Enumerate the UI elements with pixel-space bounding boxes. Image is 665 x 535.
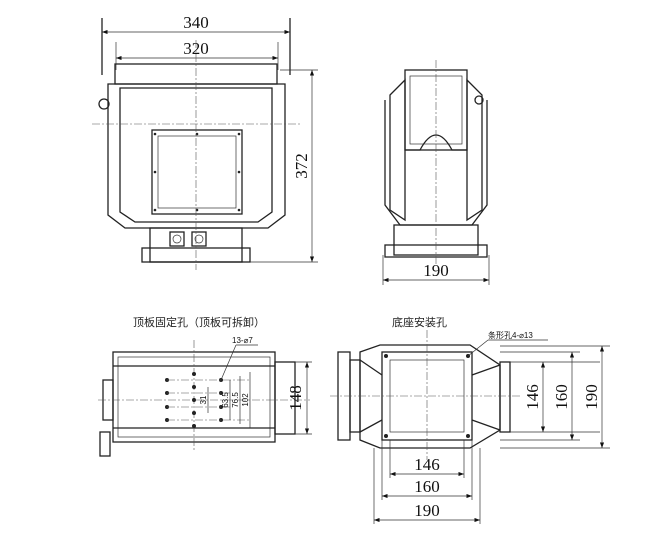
dim-label-v160: 160 [552, 384, 571, 410]
front-view: 340 320 372 [92, 13, 318, 270]
hole-callout: 13-⌀7 [232, 336, 253, 345]
base-vertical-dims: 146 160 190 [500, 345, 610, 449]
dim-label-h160: 160 [414, 477, 440, 496]
dim-label-76-5: 76.5 [231, 392, 240, 408]
side-view: 190 [382, 60, 490, 285]
base-horizontal-dims: 146 160 190 [373, 440, 481, 524]
dim-label-340: 340 [183, 13, 209, 32]
dim-label-v146: 146 [523, 384, 542, 410]
slot-callout: 条形孔4-⌀13 [488, 330, 533, 340]
dim-label-372: 372 [292, 153, 311, 179]
dim-label-v190: 190 [582, 384, 601, 410]
dim-label-h190: 190 [414, 501, 440, 520]
dim-label-320: 320 [183, 39, 209, 58]
dim-label-31: 31 [199, 395, 208, 404]
top-view-title: 顶板固定孔（顶板可拆卸） [133, 315, 265, 329]
base-view-title: 底座安装孔 [392, 315, 447, 329]
base-view: 底座安装孔 条形孔4-⌀13 146 160 190 [330, 315, 610, 524]
dim-label-148: 148 [286, 385, 305, 411]
dim-label-h146: 146 [414, 455, 440, 474]
dim-label-190-side: 190 [423, 261, 449, 280]
top-view: 顶板固定孔（顶板可拆卸） 31 63.5 76.5 102 13-⌀7 148 [98, 315, 312, 457]
dim-label-63-5: 63.5 [221, 392, 230, 408]
dim-label-102: 102 [241, 393, 250, 407]
